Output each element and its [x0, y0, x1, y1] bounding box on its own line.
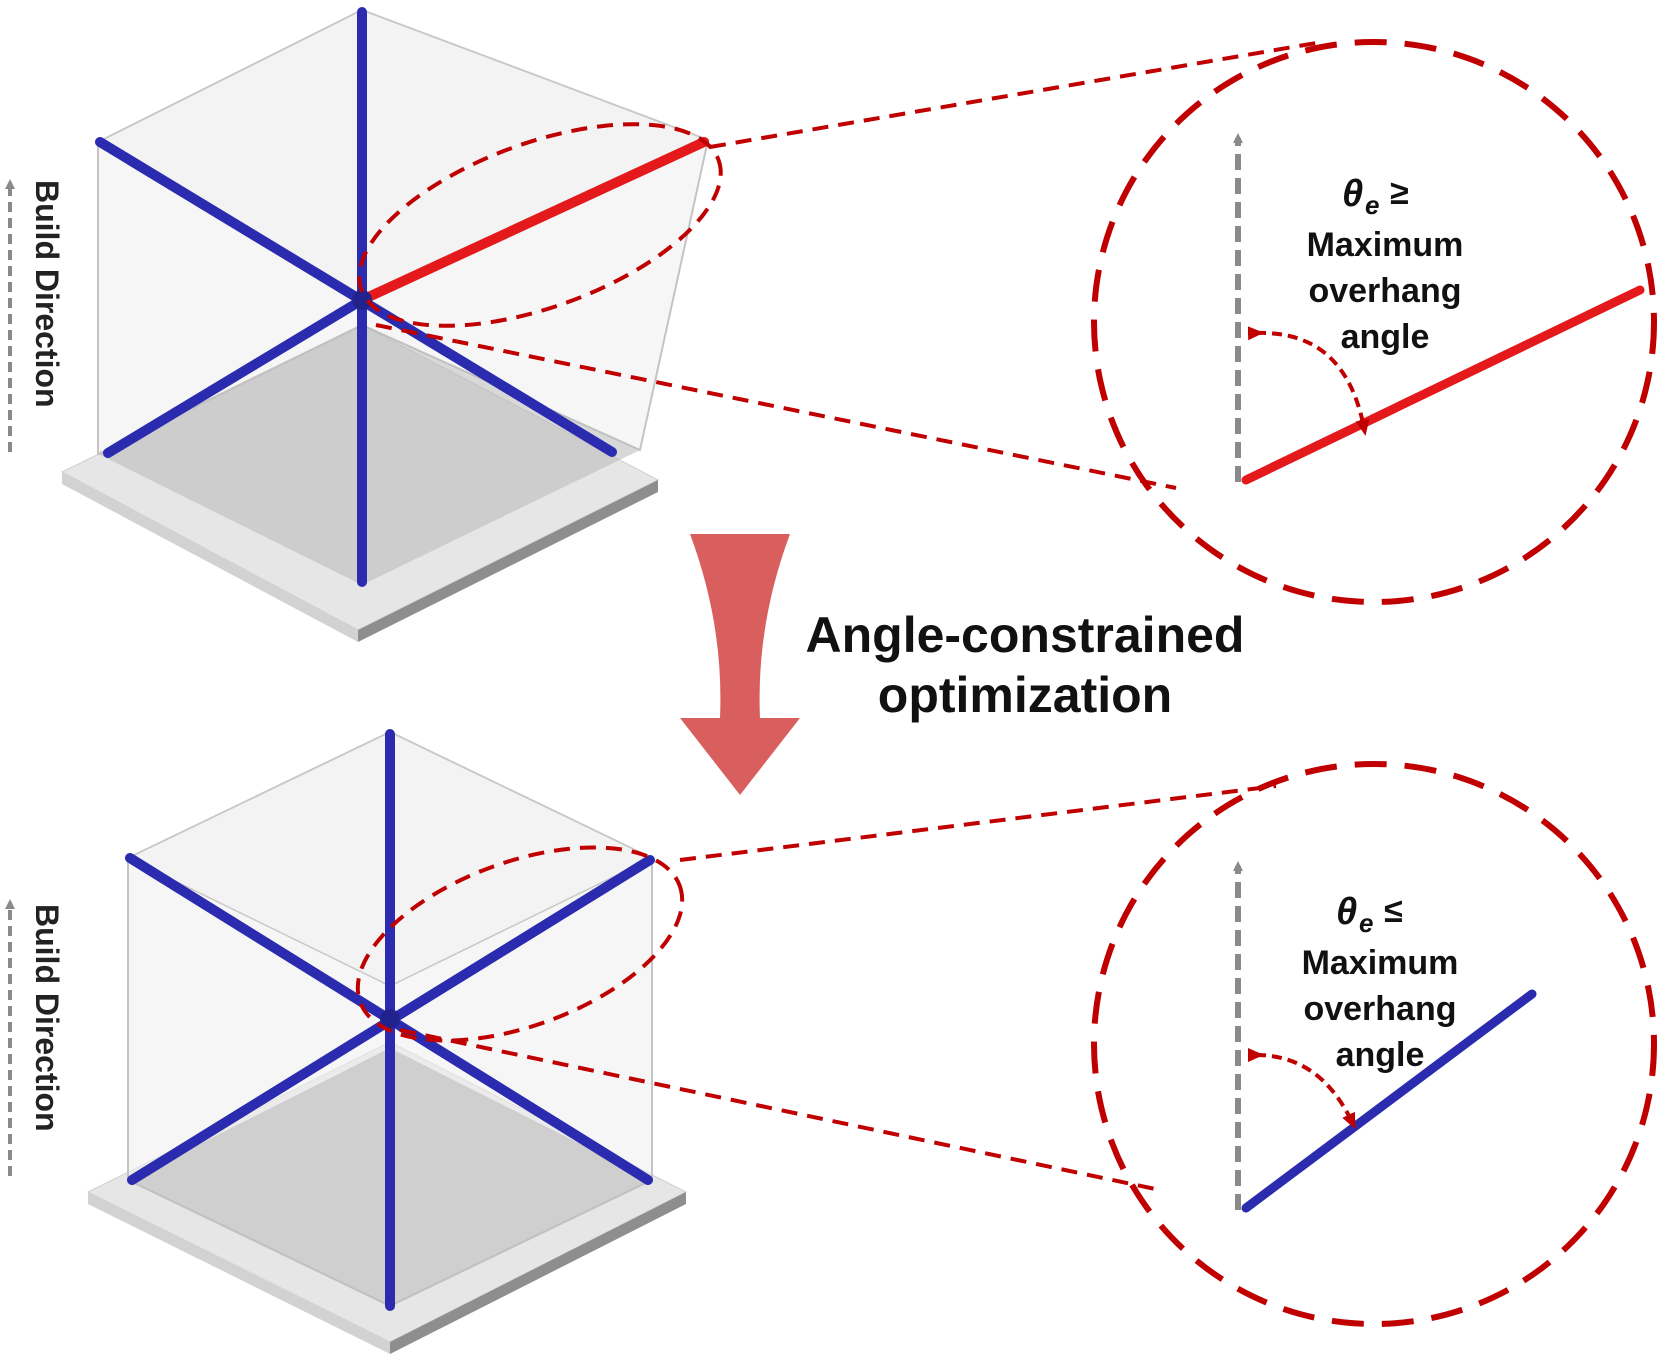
- top-panel: Build Direction θ e ≥ Maximum overhang a…: [5, 7, 1657, 642]
- top-build-direction: Build Direction: [5, 179, 65, 452]
- strut-top-node: [352, 290, 372, 310]
- top-struts: [95, 7, 709, 587]
- build-direction-label: Build Direction: [29, 904, 65, 1132]
- top-callout-ellipse: [357, 122, 723, 328]
- down-arrow-icon: [680, 534, 800, 795]
- bottom-anno-line1: Maximum: [1302, 944, 1459, 982]
- bottom-zoom-circle: [1091, 761, 1657, 1327]
- top-zoom-red-strut: [1241, 285, 1645, 485]
- top-theta-symbol: θ: [1342, 173, 1363, 215]
- bottom-anno-line3: angle: [1336, 1036, 1425, 1074]
- top-theta-subscript: e: [1365, 190, 1379, 220]
- bottom-zoom-contents: θ e ≤ Maximum overhang angle: [1233, 861, 1537, 1213]
- transition-line1: Angle-constrained: [806, 607, 1245, 663]
- bottom-theta-symbol: θ: [1336, 891, 1357, 933]
- top-relation: ≥: [1390, 174, 1409, 212]
- bottom-anno-line2: overhang: [1303, 990, 1456, 1028]
- bottom-struts: [125, 729, 655, 1311]
- top-anno-line1: Maximum: [1307, 226, 1464, 264]
- strut-violating-red: [357, 137, 709, 305]
- bottom-theta-subscript: e: [1359, 908, 1373, 938]
- top-zoom-circle: [1091, 39, 1657, 605]
- bottom-callout-ellipse: [355, 845, 685, 1043]
- build-direction-label: Build Direction: [29, 180, 65, 408]
- top-lattice-cell: [96, 8, 710, 585]
- transition: Angle-constrained optimization: [680, 534, 1244, 795]
- top-anno-line2: overhang: [1308, 272, 1461, 310]
- bottom-relation: ≤: [1384, 892, 1403, 930]
- bottom-panel: Build Direction θ e ≤ Maximum overhang a…: [5, 729, 1657, 1354]
- strut-bottom-node: [380, 1009, 400, 1029]
- transition-line2: optimization: [878, 667, 1172, 723]
- bottom-build-direction: Build Direction: [5, 899, 65, 1176]
- top-anno-line3: angle: [1341, 318, 1430, 356]
- top-angle-arc-icon: [1247, 326, 1370, 436]
- bottom-zoom-blue-strut: [1241, 989, 1537, 1213]
- top-callout: [357, 39, 1657, 605]
- top-zoom-contents: θ e ≥ Maximum overhang angle: [1233, 133, 1645, 485]
- bottom-callout: [355, 761, 1657, 1327]
- strut-top-diag-b: [103, 295, 367, 458]
